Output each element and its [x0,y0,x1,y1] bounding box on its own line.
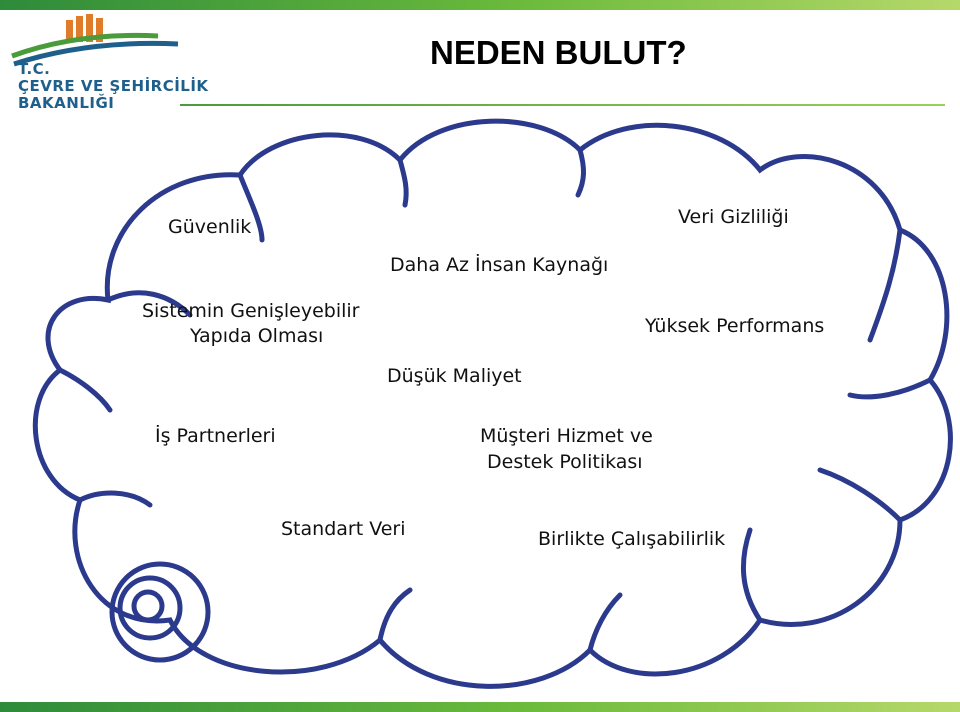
label-maliyet: Düşük Maliyet [387,365,522,387]
logo-line-bakanlik: BAKANLIĞI [18,94,115,112]
label-insan-kaynagi: Daha Az İnsan Kaynağı [390,254,609,276]
label-partnerler: İş Partnerleri [155,425,276,447]
label-musteri-line2: Destek Politikası [487,451,643,473]
ministry-logo: T.C. ÇEVRE VE ŞEHİRCİLİK BAKANLIĞI [8,12,208,112]
top-band [0,0,960,10]
header-divider [180,104,945,106]
label-genisleyebilir-line2: Yapıda Olması [190,325,324,347]
logo-emblem-icon [11,14,179,67]
label-genisleyebilir-line1: Sistemin Genişleyebilir [142,300,360,322]
label-performans: Yüksek Performans [645,315,825,337]
label-musteri-line1: Müşteri Hizmet ve [480,425,653,447]
label-guvenlik: Güvenlik [168,216,252,238]
logo-line-tc: T.C. [18,60,51,78]
label-calisabilirlik: Birlikte Çalışabilirlik [538,528,726,550]
page-title: NEDEN BULUT? [430,34,687,71]
bottom-band [0,702,960,712]
label-standart-veri: Standart Veri [281,518,406,540]
logo-line-ministry: ÇEVRE VE ŞEHİRCİLİK [18,77,209,95]
label-veri-gizliligi: Veri Gizliliği [678,206,789,228]
